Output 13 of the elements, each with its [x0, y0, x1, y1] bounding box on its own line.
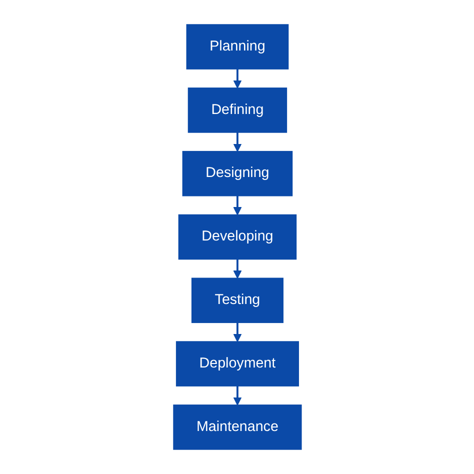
arrow — [232, 196, 242, 216]
node-box: Maintenance — [172, 404, 302, 450]
node-box: Testing — [190, 278, 283, 324]
arrow — [232, 322, 242, 342]
node-box: Defining — [187, 88, 287, 133]
node-box: Planning — [186, 24, 288, 70]
arrow — [232, 386, 242, 406]
node-box: Developing — [178, 214, 296, 260]
node-box: Deployment — [175, 341, 298, 386]
arrow — [232, 259, 242, 279]
node-box: Designing — [182, 150, 292, 196]
arrow — [232, 132, 242, 152]
arrow — [232, 68, 242, 88]
